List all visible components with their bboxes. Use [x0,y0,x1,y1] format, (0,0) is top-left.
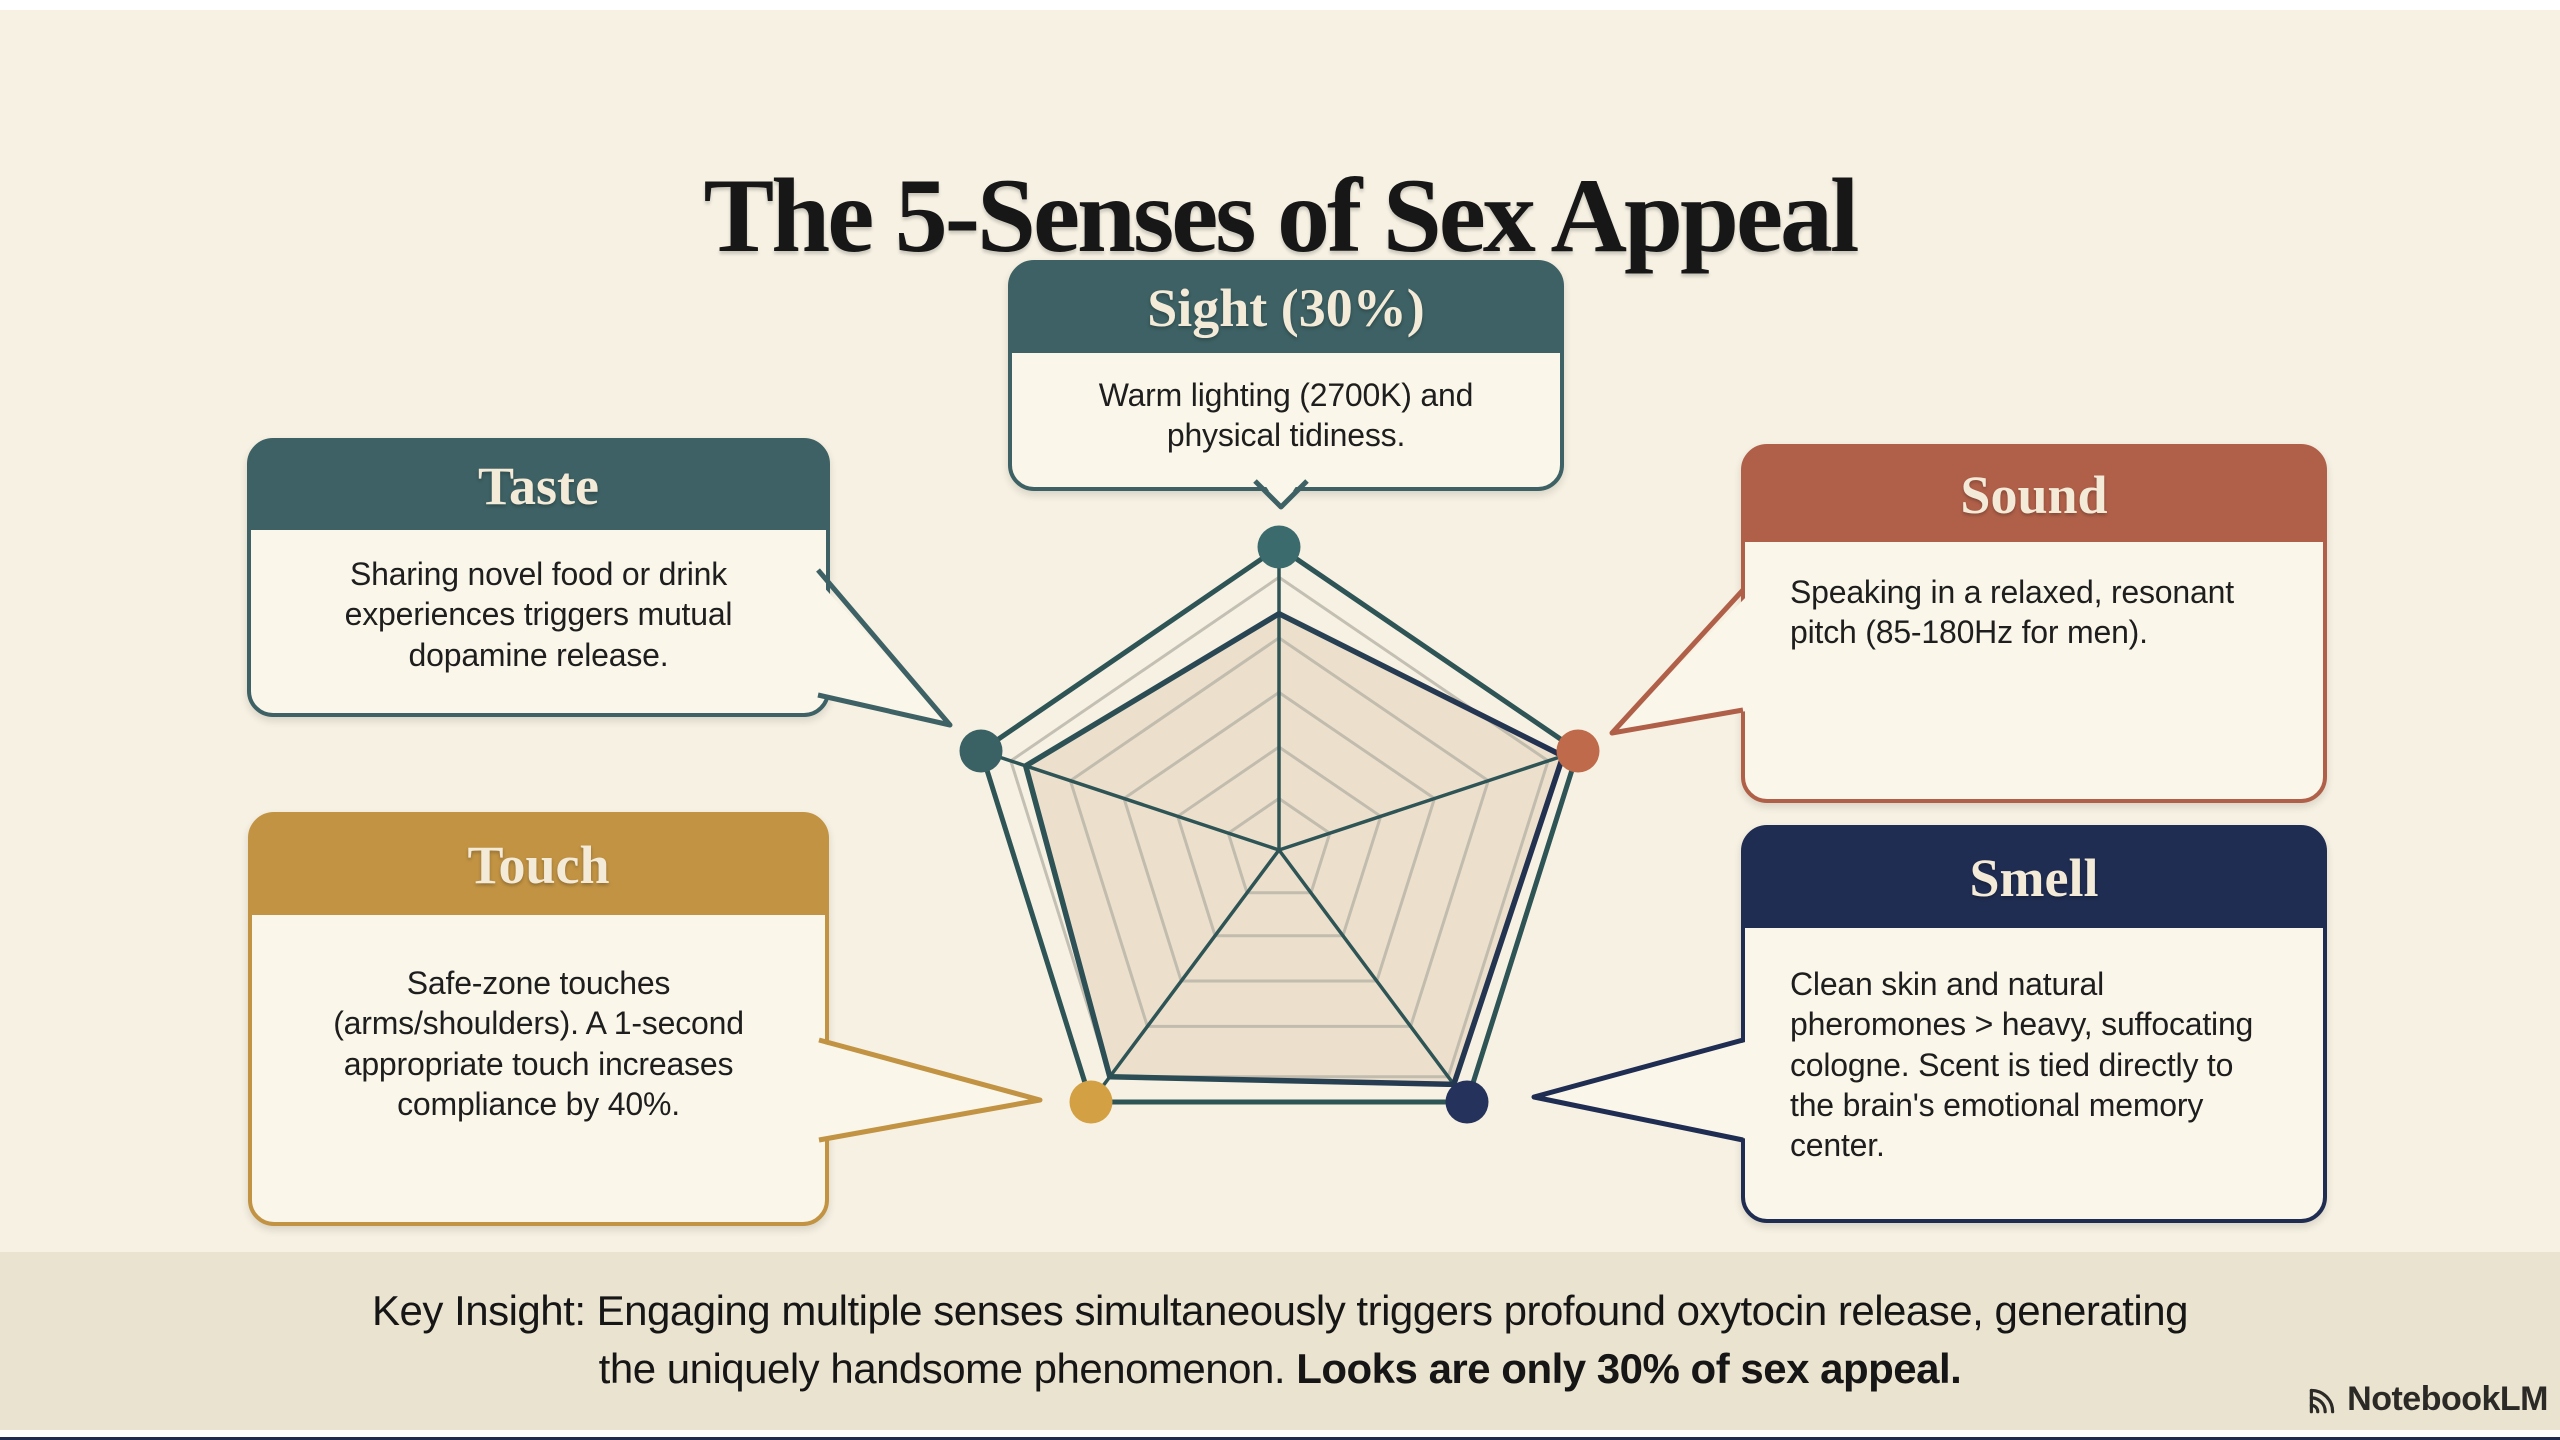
sight-label: Sight (30%) [1147,278,1425,338]
touch-description: Safe-zone touches (arms/shoulders). A 1-… [333,965,744,1122]
sight-header: Sight (30%) [1011,263,1561,353]
smell-header: Smell [1744,828,2324,928]
radar-outer-pentagon [978,544,1581,1105]
sight-description: Warm lighting (2700K) and physical tidin… [1098,377,1474,454]
taste-pointer [816,568,953,728]
notebooklm-label: NotebookLM [2347,1380,2548,1418]
notebooklm-icon [2309,1388,2335,1413]
top-white-strip [0,0,2560,10]
key-insight-line2-bold: Looks are only 30% of sex appeal. [1296,1344,1962,1392]
smell-pointer-fill [1534,1040,1753,1140]
sound-pointer [1609,588,1745,736]
bottom-white-strip [0,1430,2560,1437]
key-insight-line2: the uniquely handsome phenomenon. Looks … [0,1340,2560,1398]
radar-data-outline [1022,610,1566,1088]
sound-dot [1556,729,1600,773]
key-insight-text: Key Insight: Engaging multiple senses si… [0,1282,2560,1398]
taste-dot [959,729,1003,773]
taste-header: Taste [250,441,827,530]
sight-callout: Sight (30%) Warm lighting (2700K) and ph… [1008,260,1564,491]
radar-grid-ring-0 [1009,575,1550,1079]
sound-pointer-fill [1612,590,1753,733]
sound-label: Sound [1960,464,2108,525]
sound-callout: Sound Speaking in a relaxed, resonant pi… [1741,444,2327,803]
radar-grid-ring-1 [1068,636,1491,1028]
key-insight-line1: Key Insight: Engaging multiple senses si… [372,1287,2188,1334]
radar-grid-ring-3 [1175,745,1383,938]
smell-dot [1445,1080,1489,1124]
touch-dot [1069,1080,1113,1124]
radar-grid-ring-4 [1226,796,1332,895]
radar-spoke-smell [1277,848,1469,1104]
smell-pointer [1531,1037,1744,1143]
key-insight-band [0,1252,2560,1430]
smell-label: Smell [1969,848,2099,908]
touch-label: Touch [467,835,610,895]
smell-description: Clean skin and natural pheromones > heav… [1790,966,2254,1164]
touch-pointer-fill [809,1040,1040,1140]
radar-grid-ring-2 [1122,690,1437,983]
sound-header: Sound [1744,447,2324,542]
radar-spoke-taste [980,749,1280,852]
smell-callout: Smell Clean skin and natural pheromones … [1741,825,2327,1223]
touch-callout: Touch Safe-zone touches (arms/shoulders)… [248,812,829,1226]
taste-description: Sharing novel food or drink experiences … [344,556,733,673]
touch-header: Touch [251,815,826,915]
key-insight-line2-normal: the uniquely handsome phenomenon. [598,1344,1297,1392]
radar-spoke-sound [1278,749,1579,852]
radar-data-area [1025,613,1563,1085]
notebooklm-brand: NotebookLM [2305,1380,2548,1419]
touch-pointer [818,1037,1043,1143]
sound-description: Speaking in a relaxed, resonant pitch (8… [1790,574,2234,651]
taste-label: Taste [477,455,600,516]
sight-dot [1257,525,1301,569]
radar-spoke-touch [1089,848,1281,1104]
bottom-navy-bar [0,1437,2560,1440]
page-title: The 5-Senses of Sex Appeal [703,157,1860,275]
taste-callout: Taste Sharing novel food or drink experi… [247,438,830,717]
